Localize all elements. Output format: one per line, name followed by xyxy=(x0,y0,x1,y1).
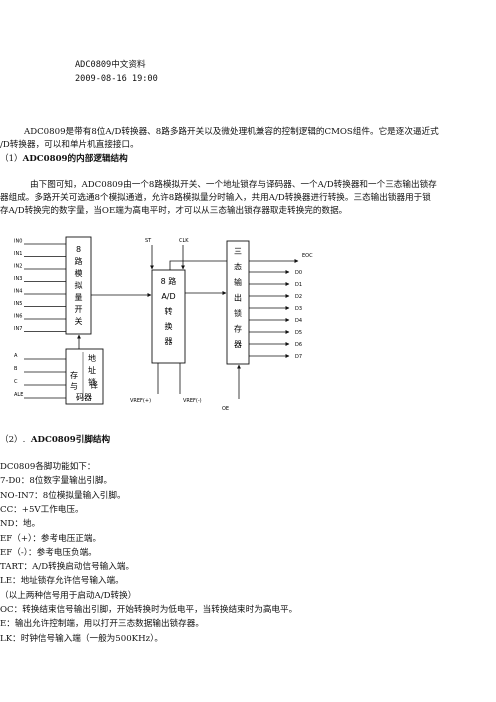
section2-title: ADC0809引脚结构 xyxy=(30,435,111,445)
adc-converter-text: 8 路 A/D 转换器 xyxy=(161,276,177,346)
section2-prefix: （2）. xyxy=(0,435,26,445)
section2-heading: （2）. ADC0809引脚结构 xyxy=(0,435,110,446)
mux-char: 开 xyxy=(75,305,83,314)
latch-char: 输 xyxy=(234,277,242,287)
eoc-label: EOC xyxy=(302,253,313,259)
pin-function-line: OC：转换结束信号输出引脚，开始转换时为低电平，当转换结束时为高电平。 xyxy=(0,605,298,615)
section1-line-3: 存A/D转换完的数字量，当OE端为高电平时，才可以从三态输出锁存器取走转换完的数… xyxy=(0,206,348,216)
address-latch-block xyxy=(65,348,104,405)
addr-char: 址 xyxy=(88,365,96,375)
pin-function-line: ND：地。 xyxy=(0,519,41,530)
mux-char: 8 xyxy=(76,245,81,254)
address-input-lines xyxy=(24,358,66,399)
mux-char: 拟 xyxy=(75,280,83,290)
addr-char: 地 xyxy=(88,353,96,363)
document-date: 2009-08-16 19:00 xyxy=(75,74,158,84)
pin-function-line: LK：时钟信号输入端（一般为500KHz）。 xyxy=(0,633,163,644)
pin-function-line: LE：地址锁存允许信号输入端。 xyxy=(0,576,124,587)
pin-function-line: NO-IN7：8位模拟量输入引脚。 xyxy=(0,490,126,501)
clk-label: CLK xyxy=(179,238,189,244)
input-label: IN0 xyxy=(14,239,22,245)
addr-char: 锁 xyxy=(88,377,96,387)
input-label: IN7 xyxy=(14,326,22,332)
latch-char: 三 xyxy=(234,247,242,256)
latch-char: 器 xyxy=(234,340,242,349)
mux-char: 路 xyxy=(75,256,83,266)
adc-converter-block xyxy=(151,269,186,364)
intro-line-2: /D转换器，可以和单片机直接接口。 xyxy=(0,140,139,150)
tristate-latch-text: 三态输出锁存器 xyxy=(234,247,242,349)
address-latch-text: 地址锁存与 译码器 xyxy=(70,353,98,402)
pin-function-line: EF（-）：参考电压负端。 xyxy=(0,547,97,558)
pin-function-line: E：输出允许控制端，用以打开三态数据输出锁存器。 xyxy=(0,619,204,630)
adc-char: 8 路 xyxy=(161,276,177,286)
output-label: D6 xyxy=(295,342,302,348)
adc-char: A/D xyxy=(161,292,175,301)
tristate-latch-block xyxy=(226,240,250,365)
latch-char: 态 xyxy=(234,262,242,272)
address-label: C xyxy=(14,379,18,385)
section1-title: ADC0809的内部逻辑结构 xyxy=(22,154,128,164)
document-title: ADC0809中文资料 xyxy=(75,60,146,70)
addr-char: 存 xyxy=(70,370,78,380)
section1-heading: （1）ADC0809的内部逻辑结构 xyxy=(0,154,128,165)
address-label: B xyxy=(14,366,18,372)
addr-char: 译 xyxy=(90,381,98,390)
adc-char: 器 xyxy=(165,337,173,346)
intro-line-1: ADC0809是带有8位A/D转换器、8路多路开关以及微处理机兼容的控制逻辑的C… xyxy=(24,127,439,137)
input-label: IN4 xyxy=(14,289,22,295)
input-label: IN6 xyxy=(14,314,22,320)
output-label: D7 xyxy=(295,354,302,360)
output-label: D2 xyxy=(295,294,302,300)
section1-line-2: 器组成。多路开关可选通8个模拟通道，允许8路模拟量分时输入，共用A/D转换器进行… xyxy=(0,193,431,203)
mux-char: 量 xyxy=(75,293,83,302)
address-label: A xyxy=(14,353,18,359)
address-label: ALE xyxy=(14,392,23,398)
output-label: D1 xyxy=(295,282,302,288)
input-label: IN1 xyxy=(14,251,22,257)
adc-char: 转 xyxy=(165,306,173,316)
output-label: D5 xyxy=(295,330,302,336)
pin-function-line: （以上两种信号用于启动A/D转换） xyxy=(0,590,137,601)
mux-char: 模 xyxy=(75,268,83,278)
st-label: ST xyxy=(145,238,152,244)
pin-function-line: DC0809各脚功能如下： xyxy=(0,462,96,472)
mux-char: 关 xyxy=(75,316,83,326)
analog-input-lines xyxy=(24,243,66,332)
latch-char: 存 xyxy=(234,324,242,334)
input-label: IN3 xyxy=(14,276,22,282)
section1-prefix: （1） xyxy=(0,154,23,164)
adc0809-block-diagram: IN0IN1IN2IN3IN4IN5IN6IN7 8路模拟量开关 地址锁存与译码… xyxy=(14,236,313,412)
output-label: D0 xyxy=(295,270,302,276)
addr-char: 与 xyxy=(70,382,78,391)
input-label: IN2 xyxy=(14,264,22,270)
analog-mux-block xyxy=(65,236,92,335)
latch-char: 锁 xyxy=(234,308,242,318)
adc-char: 换 xyxy=(165,321,173,331)
pin-function-line: CC：+5V工作电压。 xyxy=(0,504,84,515)
addr-char: 码器 xyxy=(76,393,92,402)
latch-char: 出 xyxy=(234,293,242,303)
digital-output-lines xyxy=(249,270,290,358)
vref-neg-label: VREF(-) xyxy=(183,398,202,404)
pin-function-line: TART：A/D转换启动信号输入端。 xyxy=(0,562,135,573)
input-label: IN5 xyxy=(14,301,22,307)
vref-pos-label: VREF(+) xyxy=(130,398,151,404)
output-label: D4 xyxy=(295,318,302,324)
section1-line-1: 由下图可知，ADC0809由一个8路模拟开关、一个地址锁存与译码器、一个A/D转… xyxy=(30,180,437,190)
pin-function-line: EF（+）：参考电压正端。 xyxy=(0,533,102,544)
pin-function-line: 7-D0：8位数字量输出引脚。 xyxy=(0,476,113,487)
output-label: D3 xyxy=(295,306,302,312)
address-input-labels: A B C ALE xyxy=(14,353,23,398)
oe-label: OE xyxy=(222,406,229,412)
